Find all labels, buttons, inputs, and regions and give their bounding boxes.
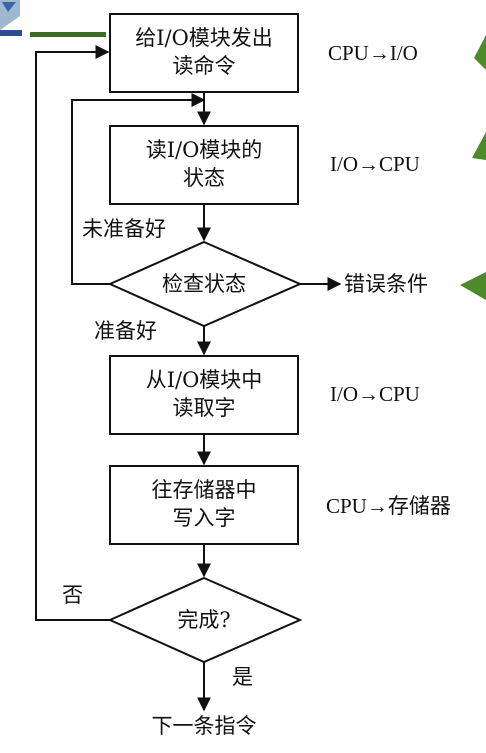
label-error-condition: 错误条件 bbox=[344, 272, 428, 296]
slide-decoration bbox=[0, 0, 486, 300]
next-instruction-text: 下一条指令 bbox=[104, 712, 304, 740]
label-no: 否 bbox=[62, 583, 83, 607]
step-box-read-word bbox=[109, 355, 299, 435]
step-write-memory-line2: 写入字 bbox=[172, 506, 236, 530]
note-io-to-cpu-2: I/O→CPU bbox=[330, 382, 420, 406]
step-issue-read-text: 给I/O模块发出 读命令 bbox=[110, 24, 298, 80]
step-box-read-status bbox=[109, 125, 299, 205]
label-not-ready: 未准备好 bbox=[82, 217, 166, 241]
step-read-status-line1: 读I/O模块的 bbox=[145, 138, 263, 162]
note-cpu-to-memory: CPU→存储器 bbox=[326, 494, 451, 518]
step-box-write-memory bbox=[109, 465, 299, 545]
step-box-issue-read bbox=[109, 13, 299, 93]
step-read-status-text: 读I/O模块的 状态 bbox=[110, 136, 298, 192]
next-instruction-label: 下一条指令 bbox=[151, 714, 257, 738]
decision-done-label: 完成? bbox=[177, 608, 231, 632]
step-read-word-line2: 读取字 bbox=[172, 396, 236, 420]
step-read-status-line2: 状态 bbox=[183, 166, 225, 190]
decision-done-text: 完成? bbox=[110, 606, 298, 634]
step-issue-read-line2: 读命令 bbox=[172, 54, 236, 78]
edge-not-ready-loop bbox=[71, 93, 206, 285]
decision-check-status-text: 检查状态 bbox=[110, 270, 298, 298]
note-io-to-cpu-1: I/O→CPU bbox=[330, 152, 420, 176]
step-read-word-text: 从I/O模块中 读取字 bbox=[110, 366, 298, 422]
note-cpu-to-io: CPU→I/O bbox=[328, 41, 418, 65]
edge-no-loop bbox=[35, 45, 110, 621]
step-issue-read-line1: 给I/O模块发出 bbox=[135, 26, 273, 50]
label-yes: 是 bbox=[232, 665, 253, 689]
step-write-memory-text: 往存储器中 写入字 bbox=[110, 476, 298, 532]
step-read-word-line1: 从I/O模块中 bbox=[145, 368, 263, 392]
decision-check-status-label: 检查状态 bbox=[162, 272, 246, 296]
step-write-memory-line1: 往存储器中 bbox=[151, 478, 257, 502]
label-ready: 准备好 bbox=[94, 319, 157, 343]
